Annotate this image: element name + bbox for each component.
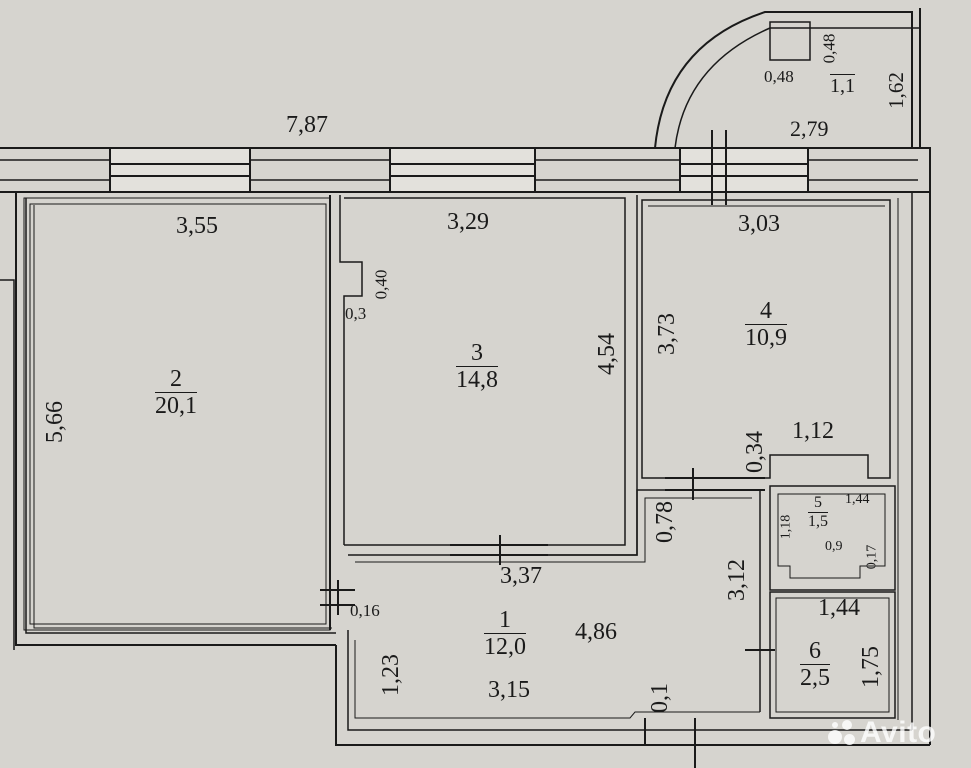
room-4-label: 4 10,9	[745, 298, 787, 352]
balcony-arc	[654, 11, 913, 149]
dim-r5-h: 1,18	[778, 514, 794, 540]
balcony-box	[769, 21, 811, 61]
dim-r3-niche-v: 0,40	[371, 269, 391, 300]
room-1-number: 1	[484, 607, 526, 635]
dim-r1-top: 3,37	[500, 563, 542, 589]
dim-r6-w: 1,44	[818, 595, 860, 621]
dim-balcony-box-w: 0,48	[764, 67, 794, 86]
room-6-number: 6	[800, 638, 830, 666]
room-3-label: 3 14,8	[456, 340, 498, 394]
dim-r1-notch-v: 0,78	[652, 501, 678, 543]
avito-watermark: Avito	[828, 716, 936, 750]
window-1	[109, 147, 251, 193]
dim-top-total: 7,87	[286, 112, 328, 138]
dim-r1-wall: 0,16	[350, 601, 380, 620]
dim-r3-niche-h: 0,3	[345, 304, 367, 323]
dim-r2-height: 5,66	[42, 401, 68, 443]
dim-balcony-w: 2,79	[790, 116, 829, 141]
watermark-text: Avito	[860, 716, 937, 749]
outer-wall-bottom	[335, 645, 930, 746]
room-6-area: 2,5	[800, 665, 830, 692]
dim-r5-b: 0,9	[825, 539, 843, 554]
room-5-number: 5	[808, 494, 828, 513]
room-5-label: 5 1,5	[808, 494, 828, 530]
avito-logo-icon	[828, 718, 856, 746]
room-4-number: 4	[745, 298, 787, 326]
window-3	[679, 147, 809, 193]
dim-r1-left: 1,23	[378, 654, 404, 696]
room-5-area: 1,5	[808, 512, 828, 530]
room-3-number: 3	[456, 340, 498, 368]
room-6-label: 6 2,5	[800, 638, 830, 692]
dim-balcony-box-h: 0,48	[819, 33, 839, 64]
dim-balcony-h: 1,62	[883, 72, 908, 109]
room-1-label: 1 12,0	[484, 607, 526, 661]
dim-r4-height: 3,73	[654, 313, 680, 355]
room-2-area: 20,1	[155, 393, 197, 420]
dim-r4-step-w: 1,12	[792, 418, 834, 444]
room-2-label: 2 20,1	[155, 366, 197, 420]
dim-r5-s: 0,17	[864, 544, 880, 570]
room-4-area: 10,9	[745, 325, 787, 352]
window-2	[389, 147, 536, 193]
dim-r1-mid: 4,86	[575, 619, 617, 645]
dim-r1-notch-b: 0,1	[647, 683, 673, 713]
dim-r6-h: 1,75	[858, 646, 884, 688]
dim-r2-width: 3,55	[176, 213, 218, 239]
dim-r4-step-v: 0,34	[742, 431, 768, 473]
outer-wall-left	[15, 192, 336, 646]
room-3-area: 14,8	[456, 367, 498, 394]
balcony-area: 1,1	[830, 75, 855, 97]
dim-r4-width: 3,03	[738, 211, 780, 237]
room-2-number: 2	[155, 366, 197, 394]
dim-r1-bottom: 3,15	[488, 677, 530, 703]
balcony-area-label: 1,1	[830, 70, 855, 97]
dim-r5-w: 1,44	[845, 492, 870, 507]
room-1-area: 12,0	[484, 634, 526, 661]
dim-r3-height: 4,54	[594, 333, 620, 375]
dim-r1-right: 3,12	[724, 559, 750, 601]
dim-r3-width: 3,29	[447, 209, 489, 235]
